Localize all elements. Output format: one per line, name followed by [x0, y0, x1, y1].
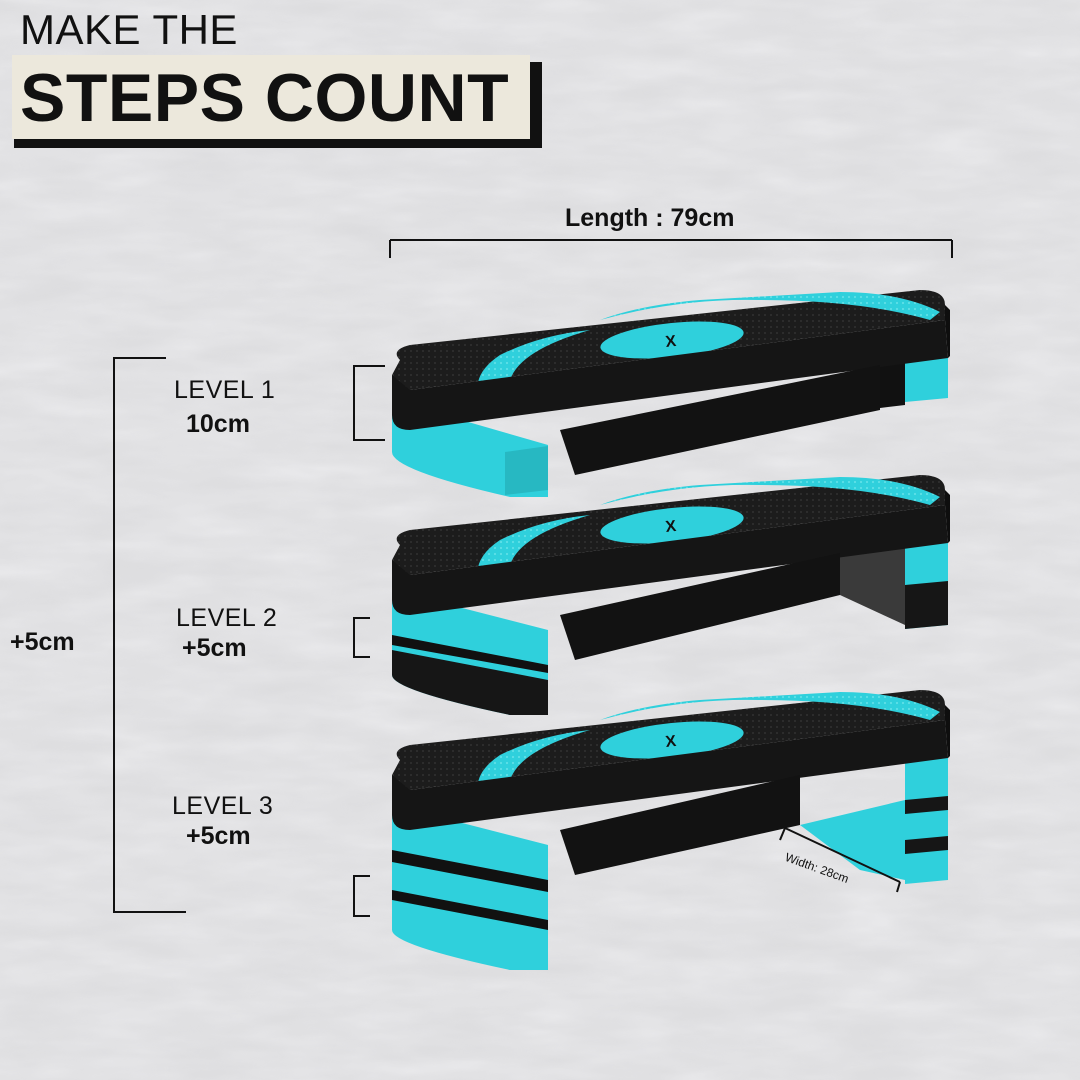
step-level-2 — [392, 475, 950, 715]
level-1-name: LEVEL 1 — [174, 376, 276, 404]
width-dimension-line — [779, 827, 901, 893]
total-height-bracket — [113, 357, 186, 913]
length-dimension-line — [389, 239, 953, 258]
step-level-1 — [392, 290, 950, 497]
total-increment-label: +5cm — [10, 628, 75, 656]
level-3-value: +5cm — [186, 822, 251, 850]
headline-box — [12, 55, 530, 139]
height-bracket-level-1 — [353, 365, 385, 441]
height-bracket-level-2 — [353, 617, 370, 658]
headline-top: MAKE THE — [20, 6, 238, 53]
length-label: Length : 79cm — [565, 204, 735, 232]
level-2-name: LEVEL 2 — [176, 604, 278, 632]
headline-main: STEPS COUNT — [20, 60, 510, 136]
height-bracket-level-3 — [353, 875, 370, 917]
level-2-value: +5cm — [182, 634, 247, 662]
step-level-3 — [392, 690, 950, 970]
level-1-value: 10cm — [186, 410, 250, 438]
level-3-name: LEVEL 3 — [172, 792, 274, 820]
